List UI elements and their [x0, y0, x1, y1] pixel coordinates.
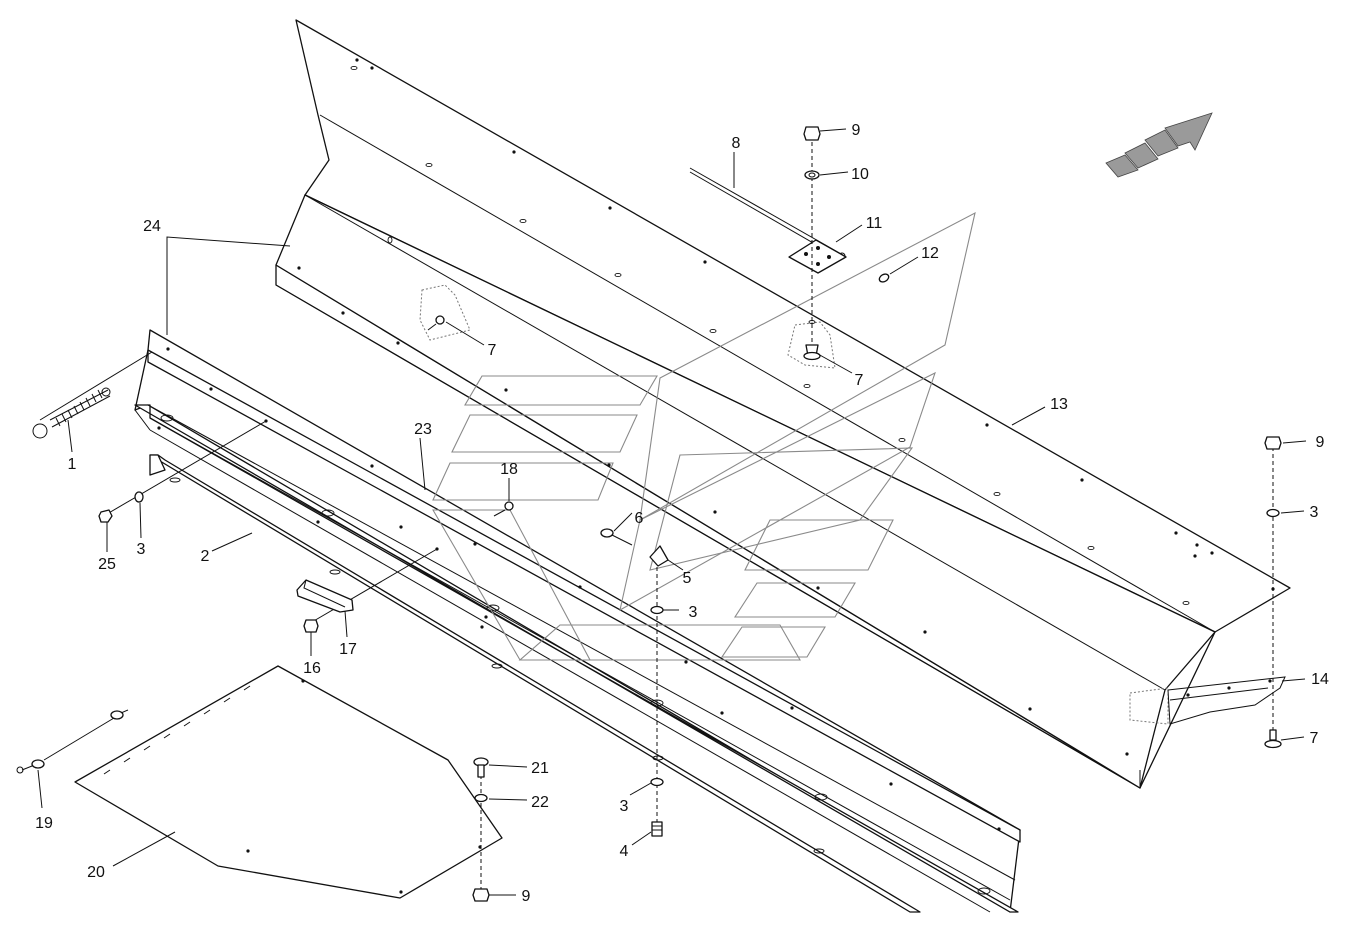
callout-9-bottom: 9 [522, 888, 531, 905]
callout-4: 4 [620, 843, 629, 860]
callout-7-right: 7 [1310, 730, 1319, 747]
callout-21: 21 [531, 760, 549, 777]
callout-12: 12 [921, 245, 939, 262]
callout-5: 5 [683, 570, 692, 587]
callout-20: 20 [87, 864, 105, 881]
callout-7-center: 7 [855, 372, 864, 389]
callout-3-center: 3 [689, 604, 698, 621]
callout-9-top: 9 [852, 122, 861, 139]
callout-2: 2 [201, 548, 210, 565]
upper-hood-panel [275, 19, 1291, 789]
direction-arrow-icon [1105, 112, 1213, 178]
callout-16: 16 [303, 660, 321, 677]
callout-19: 19 [35, 815, 53, 832]
callout-25: 25 [98, 556, 116, 573]
callout-1: 1 [68, 456, 77, 473]
leader-lines [37, 128, 1307, 896]
callout-17: 17 [339, 641, 357, 658]
ring-part [878, 273, 890, 283]
callout-18: 18 [500, 461, 518, 478]
screw-left [427, 315, 445, 331]
mount-plate [788, 239, 847, 274]
fastener-stack-top [803, 126, 821, 361]
bracket-17 [296, 548, 438, 633]
lower-deflector [134, 329, 1021, 913]
fastener-left [98, 420, 267, 523]
mat-part [74, 665, 503, 899]
callout-3-left: 3 [137, 541, 146, 558]
fastener-stack-center [600, 528, 669, 837]
callout-labels: 1 2 3 3 3 3 4 5 6 7 7 7 8 9 9 9 10 11 12… [35, 122, 1329, 905]
callout-7-left: 7 [488, 342, 497, 359]
fastener-stack-right [1264, 436, 1282, 749]
callout-8: 8 [732, 135, 741, 152]
callout-13: 13 [1050, 396, 1068, 413]
callout-3-lower: 3 [620, 798, 629, 815]
callout-14: 14 [1311, 671, 1329, 688]
hood-holes [297, 58, 1275, 756]
callout-3-right: 3 [1310, 504, 1319, 521]
cable-part [16, 709, 129, 774]
watermark-logo [419, 211, 976, 661]
deflector-holes [157, 341, 1001, 895]
spring-part [32, 351, 153, 439]
callout-23: 23 [414, 421, 432, 438]
fastener-stack-bottom [472, 757, 490, 902]
callout-10: 10 [851, 166, 869, 183]
callout-11: 11 [866, 215, 883, 232]
callout-6: 6 [635, 510, 644, 527]
callout-9-right: 9 [1316, 434, 1325, 451]
callout-22: 22 [531, 794, 549, 811]
callout-24: 24 [143, 218, 161, 235]
bolt-18 [493, 501, 514, 517]
